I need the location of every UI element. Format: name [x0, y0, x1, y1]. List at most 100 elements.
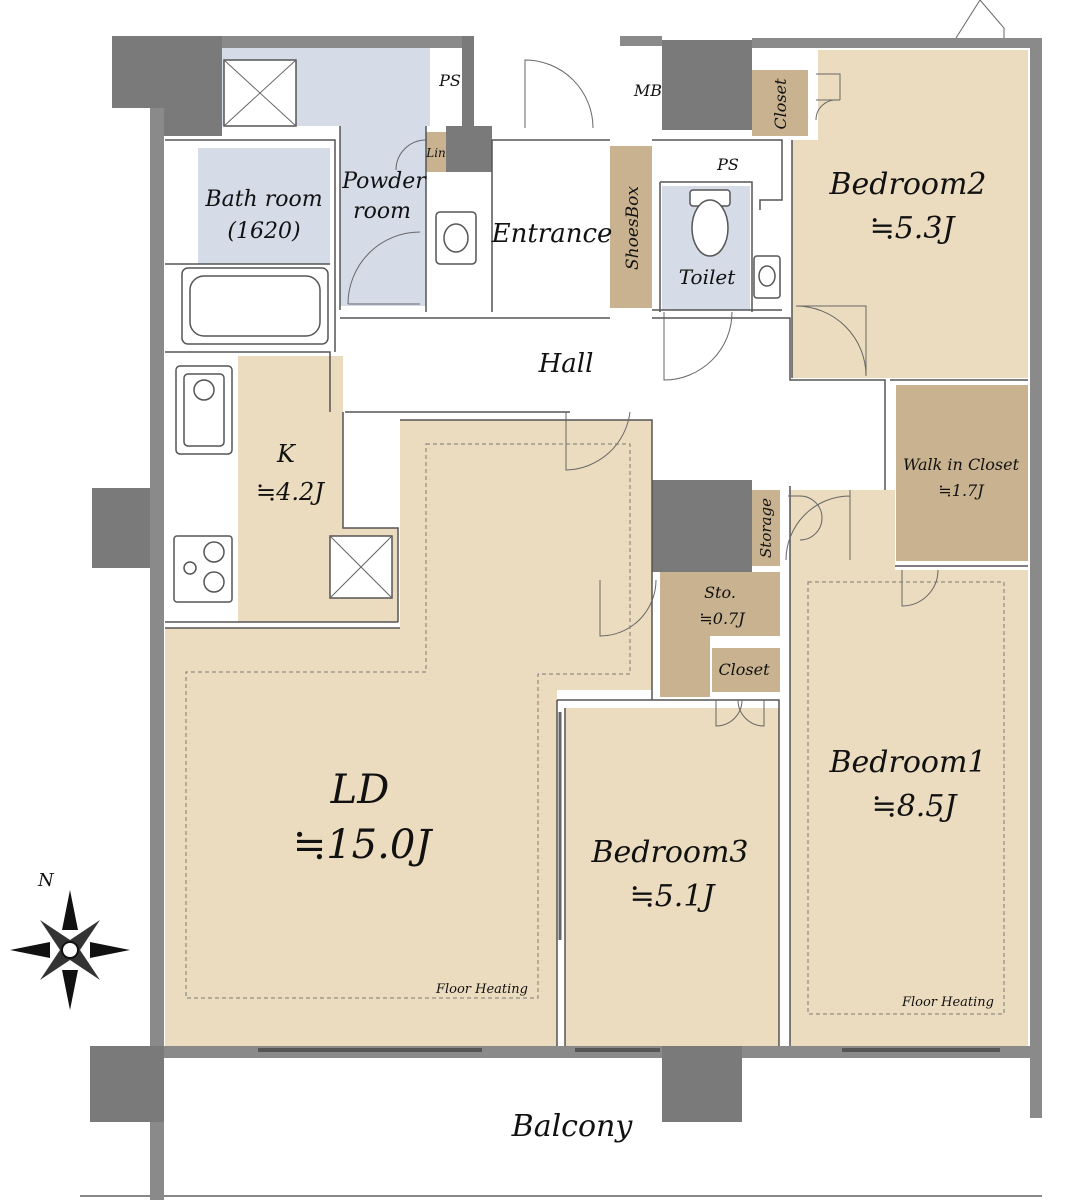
stove-burner-2 — [203, 571, 225, 593]
hall-label: Hall — [538, 349, 594, 379]
entrance-outline — [492, 139, 783, 311]
bedroom3-name: Bedroom3 — [590, 835, 748, 870]
floor-heating-ld-outline — [185, 443, 631, 999]
kitchen-name: K — [276, 440, 297, 468]
wall-powder-top — [222, 36, 462, 48]
door-bedroom1 — [785, 490, 851, 561]
wall-lin — [446, 126, 492, 172]
compass-center — [61, 941, 79, 959]
ventilation-box-top-x2 — [223, 59, 297, 127]
bedroom1-area — [790, 490, 1028, 1046]
wall-powder-right — [462, 36, 474, 136]
bedroom2-area — [792, 50, 1028, 378]
wall-mb — [662, 40, 752, 130]
walk-in-closet-name: Walk in Closet — [903, 455, 1020, 474]
sto-area — [660, 572, 780, 697]
bedroom3-outline — [557, 699, 780, 1046]
wall-bottom-mid-bump — [662, 1046, 742, 1122]
bedroom1-size: ≒8.5J — [872, 789, 959, 824]
door-closet-top — [815, 73, 841, 121]
wall-bottom-left-bump — [90, 1046, 164, 1122]
floor-heating-ld-label: Floor Heating — [435, 982, 528, 997]
closet-mid-area — [712, 648, 780, 692]
bath-outline — [165, 126, 493, 352]
bedroom1-outline — [789, 486, 1028, 1046]
compass — [10, 890, 130, 1010]
compass-star-w — [10, 942, 50, 958]
wall-top-right — [752, 38, 1042, 48]
ld-size: ≒15.0J — [293, 822, 434, 868]
door-entrance — [524, 59, 594, 129]
door-wic — [901, 569, 939, 607]
bedroom2-name: Bedroom2 — [828, 167, 986, 202]
compass-star-n — [62, 890, 78, 930]
door-sto — [599, 579, 657, 637]
floor-heating-bedroom1-label: Floor Heating — [901, 995, 994, 1010]
hall-outline — [340, 317, 886, 490]
compass-star-e — [90, 942, 130, 958]
ps-toilet-label: PS — [716, 155, 739, 174]
floor-heating-bedroom1-outline — [807, 581, 1005, 1015]
closet-top-label: Closet — [771, 78, 790, 130]
storage-label: Storage — [757, 498, 775, 558]
storage-area — [752, 490, 780, 566]
kitchen-size: ≒4.2J — [256, 478, 325, 506]
walk-in-closet-area — [896, 385, 1028, 561]
ventilation-box-kitchen-x2 — [329, 535, 393, 599]
kitchen-sink-drain — [193, 379, 215, 401]
door-mb-top — [955, 0, 1005, 39]
powder-sink-bowl — [443, 223, 469, 253]
ld-outline — [165, 419, 653, 1046]
bath-name: Bath room — [204, 187, 322, 212]
wall-left-outer — [150, 108, 164, 1200]
bath-area — [198, 148, 330, 264]
door-toilet — [663, 311, 733, 381]
compass-north-label: N — [37, 870, 55, 891]
wall-core-pillar — [652, 480, 752, 572]
closet-mid-label: Closet — [718, 660, 770, 679]
sto-name: Sto. — [704, 583, 736, 602]
bedroom3-area — [565, 708, 779, 1046]
powder-name-2: room — [353, 199, 411, 224]
balcony-label: Balcony — [511, 1109, 634, 1144]
closet-top-area — [752, 70, 808, 136]
bedroom3-size: ≒5.1J — [630, 879, 717, 914]
mb-label: MB — [633, 81, 662, 100]
shoes-box-label: ShoesBox — [623, 186, 643, 270]
walk-in-closet-size: ≒1.7J — [938, 481, 985, 500]
wall-left-bump — [92, 488, 150, 568]
kitchen-outline — [165, 351, 399, 623]
door-powder — [347, 231, 421, 305]
door-storage — [788, 495, 823, 541]
door-closet-mid — [715, 699, 765, 727]
wall-right-outer — [1030, 38, 1042, 1118]
powder-area-lower — [340, 126, 426, 306]
bath-size: (1620) — [227, 219, 300, 244]
bedroom2-size: ≒5.3J — [870, 211, 957, 246]
powder-name: Powder — [341, 169, 427, 194]
toilet-outline — [659, 181, 753, 312]
stove — [173, 535, 233, 603]
door-lin — [395, 139, 427, 171]
stove-burner-3 — [183, 561, 197, 575]
shoes-box-area — [610, 146, 652, 308]
lin-label: Lin — [425, 146, 446, 160]
toilet-label: Toilet — [679, 265, 736, 289]
bedroom2-outline — [791, 140, 1028, 381]
wall-top-left-strip — [196, 36, 222, 136]
entrance-label: Entrance — [491, 219, 613, 249]
balcony-left-wall — [150, 1122, 164, 1200]
toilet-bowl — [691, 199, 729, 257]
ld-name: LD — [330, 767, 390, 813]
bathtub-inner — [189, 275, 321, 337]
stove-burner-1 — [203, 541, 225, 563]
ps-top-label: PS — [438, 71, 461, 90]
wall-mb-left — [620, 36, 662, 46]
wall-top-left — [112, 36, 222, 136]
door-bedroom2 — [795, 305, 867, 377]
compass-star-s — [62, 970, 78, 1010]
ld-area — [165, 420, 652, 1046]
bedroom1-name: Bedroom1 — [828, 745, 986, 780]
sto-size: ≒0.7J — [699, 609, 746, 628]
